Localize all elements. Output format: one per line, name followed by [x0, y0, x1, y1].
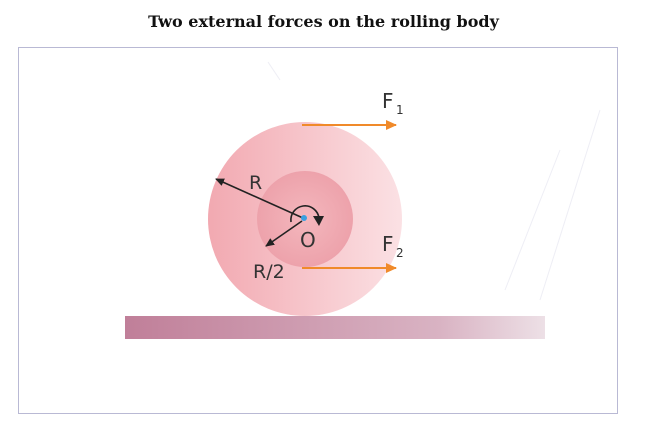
rotation-arrowhead-icon — [313, 216, 324, 226]
background-streaks — [267, 61, 601, 301]
center-point — [301, 215, 307, 221]
label-R: R — [249, 172, 262, 194]
rotation-arrow-icon — [290, 205, 320, 223]
label-F2-subscript: 2 — [396, 246, 404, 260]
label-F1-subscript: 1 — [396, 103, 404, 117]
ground-surface — [125, 316, 545, 339]
label-F2: F — [382, 232, 394, 256]
radius-R-arrow — [215, 178, 304, 219]
radius-R-half-arrow — [265, 220, 303, 247]
label-O: O — [300, 228, 316, 252]
diagram-title: Two external forces on the rolling body — [148, 12, 499, 31]
label-R-half: R/2 — [253, 261, 285, 283]
label-F1: F — [382, 89, 394, 113]
